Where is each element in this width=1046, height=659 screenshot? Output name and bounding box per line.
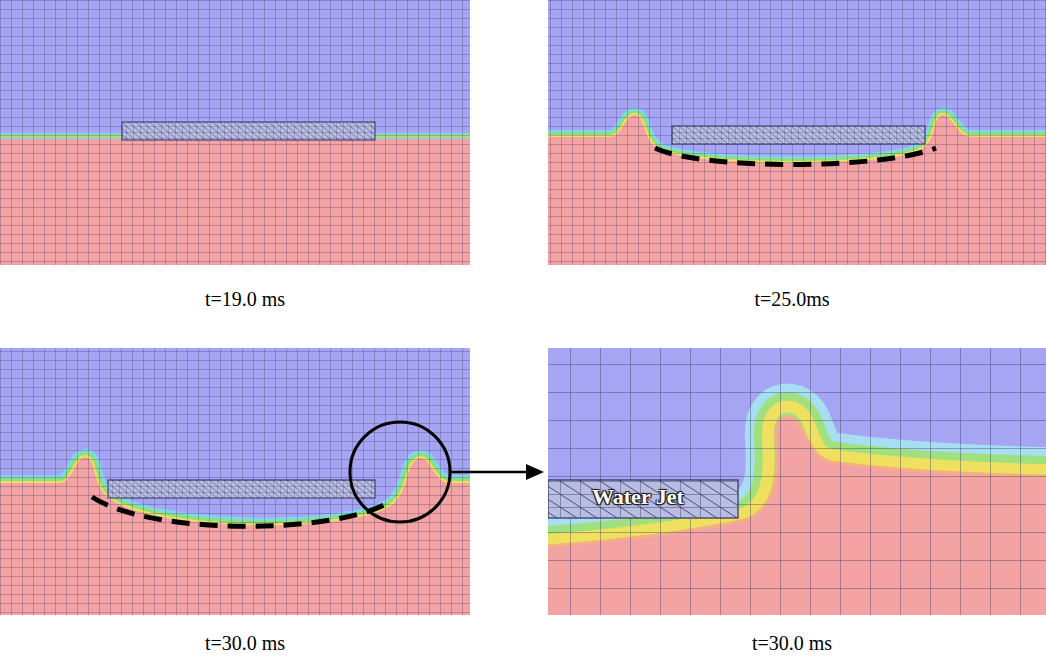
time-caption: t=30.0 ms bbox=[205, 632, 285, 655]
arrow-head bbox=[526, 464, 544, 480]
water-jet-label: Water Jet bbox=[592, 484, 684, 510]
panel-t25 bbox=[548, 0, 1046, 265]
panel-t30 bbox=[0, 348, 470, 615]
zoom-arrow bbox=[450, 471, 528, 474]
panel-zoom bbox=[548, 348, 1046, 615]
time-caption: t=19.0 ms bbox=[205, 288, 285, 311]
zoom-circle bbox=[350, 422, 450, 522]
panel-t19 bbox=[0, 0, 470, 265]
time-caption: t=30.0 ms bbox=[752, 632, 832, 655]
time-caption: t=25.0ms bbox=[754, 288, 829, 311]
